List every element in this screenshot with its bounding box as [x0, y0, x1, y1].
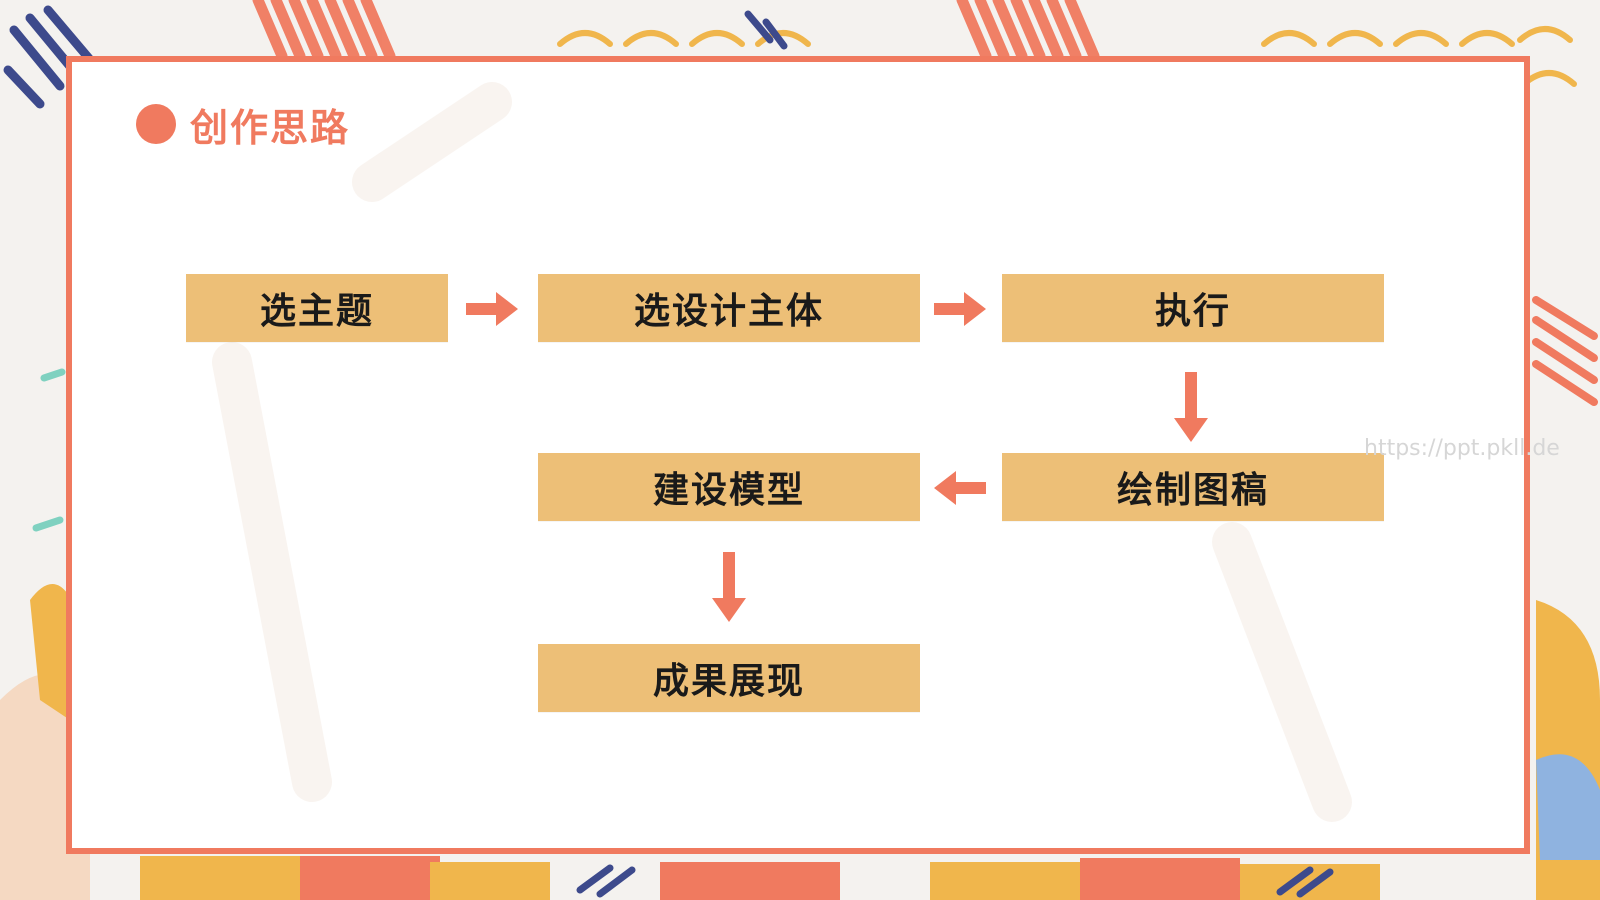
flow-node-build-model: 建设模型 [538, 453, 920, 521]
arrow-left-icon [934, 471, 986, 505]
flow-node-select-theme: 选主题 [186, 274, 448, 342]
slide-title: 创作思路 [190, 105, 351, 150]
arrow-right-icon [934, 292, 986, 326]
watermark-url: https://ppt.pkll.de [1364, 436, 1560, 461]
faint-texture [212, 82, 1352, 822]
arrow-down-icon [712, 552, 746, 622]
arrow-right-icon [466, 292, 518, 326]
title-bullet-icon [136, 104, 176, 144]
slide-title-row: 创作思路 [136, 100, 350, 150]
arrow-down-icon [1174, 372, 1208, 442]
content-card: 创作思路 选主题 选设计主体 执行 绘制图稿 建设模型 成果展现 [66, 56, 1530, 854]
flow-node-show-results: 成果展现 [538, 644, 920, 712]
flow-node-execute: 执行 [1002, 274, 1384, 342]
flow-node-select-subject: 选设计主体 [538, 274, 920, 342]
flow-node-draw-drafts: 绘制图稿 [1002, 453, 1384, 521]
